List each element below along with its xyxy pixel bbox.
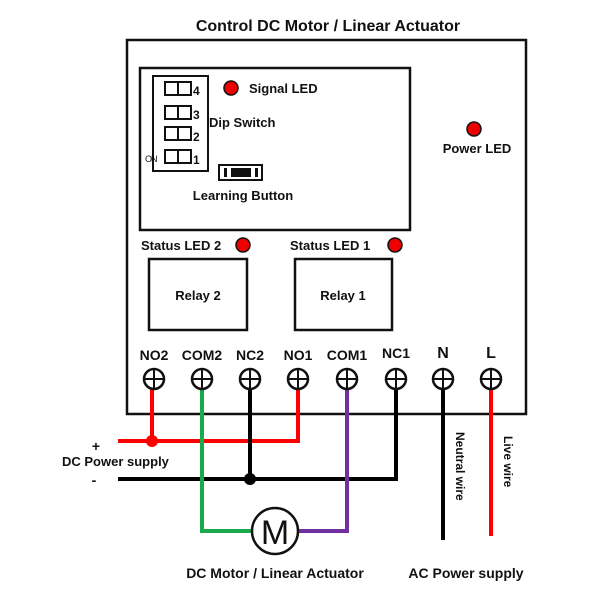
dip-switch-label: Dip Switch — [209, 115, 276, 130]
dip-switch-number-1: 1 — [193, 153, 200, 167]
terminal-label-com2: COM2 — [182, 347, 223, 363]
learning-button-label: Learning Button — [193, 188, 293, 203]
terminal-label-nc1: NC1 — [382, 345, 410, 361]
dc-negative-wire-to-nc1 — [118, 389, 398, 481]
dc-power-supply-label: DC Power supply — [62, 454, 170, 469]
ac-power-supply-label: AC Power supply — [408, 565, 523, 581]
terminal-screw-nc2 — [238, 367, 262, 391]
dip-switch-1[interactable] — [164, 149, 192, 164]
dip-switch-number-4: 4 — [193, 84, 200, 98]
negative-junction-dot — [244, 473, 256, 485]
status-led-2-label: Status LED 2 — [141, 238, 221, 253]
terminal-label-no2: NO2 — [140, 347, 169, 363]
terminal-screw-n — [431, 367, 455, 391]
terminal-label-nc2: NC2 — [236, 347, 264, 363]
control-board-box — [138, 66, 412, 232]
terminal-screw-com2 — [190, 367, 214, 391]
motor-label: DC Motor / Linear Actuator — [186, 565, 364, 581]
terminal-screw-no2 — [142, 367, 166, 391]
learning-button[interactable] — [218, 164, 263, 181]
relay-2-box — [147, 257, 249, 332]
motor-symbol: M — [261, 514, 289, 552]
dc-negative-sign: - — [92, 472, 97, 488]
terminal-label-n: N — [437, 345, 449, 362]
terminal-screw-no1 — [286, 367, 310, 391]
com1-wire — [298, 389, 349, 533]
dip-switch-number-3: 3 — [193, 108, 200, 122]
terminal-screw-l — [479, 367, 503, 391]
status-led-1-label: Status LED 1 — [290, 238, 370, 253]
receiver-module-box — [125, 38, 528, 416]
dip-switch-2[interactable] — [164, 126, 192, 141]
terminal-label-no1: NO1 — [284, 347, 313, 363]
status-led-1-icon — [387, 237, 403, 253]
dip-switch-on-label: ON — [145, 154, 157, 164]
motor-icon — [250, 506, 300, 556]
relay-1-box — [293, 257, 394, 332]
dip-switch-4[interactable] — [164, 81, 192, 96]
dip-switch[interactable]: 4 3 2 1 ON — [145, 75, 209, 172]
dc-positive-wire-to-no1 — [118, 389, 300, 443]
dip-switch-number-2: 2 — [193, 130, 200, 144]
positive-junction-dot — [146, 435, 158, 447]
relay-1-label: Relay 1 — [320, 288, 366, 303]
power-led-icon — [466, 121, 482, 137]
diagram-title: Control DC Motor / Linear Actuator — [196, 18, 460, 35]
dc-positive-sign: + — [92, 438, 100, 454]
terminal-labels: NO2 COM2 NC2 NO1 COM1 NC1 N L — [140, 345, 497, 363]
terminal-label-l: L — [486, 345, 496, 362]
terminal-screw-nc1 — [384, 367, 408, 391]
signal-led-label: Signal LED — [249, 81, 318, 96]
terminal-label-com1: COM1 — [327, 347, 368, 363]
terminal-block — [142, 367, 503, 391]
terminal-screw-com1 — [335, 367, 359, 391]
status-led-2-icon — [235, 237, 251, 253]
live-wire-label: Live wire — [501, 436, 515, 488]
neutral-wire-label: Neutral wire — [453, 432, 467, 501]
com2-wire — [200, 389, 252, 533]
wires — [118, 389, 493, 540]
power-led-label: Power LED — [443, 141, 512, 156]
signal-led-icon — [223, 80, 239, 96]
dip-switch-3[interactable] — [164, 105, 192, 120]
dip-switch-housing — [152, 75, 209, 172]
relay-2-label: Relay 2 — [175, 288, 221, 303]
